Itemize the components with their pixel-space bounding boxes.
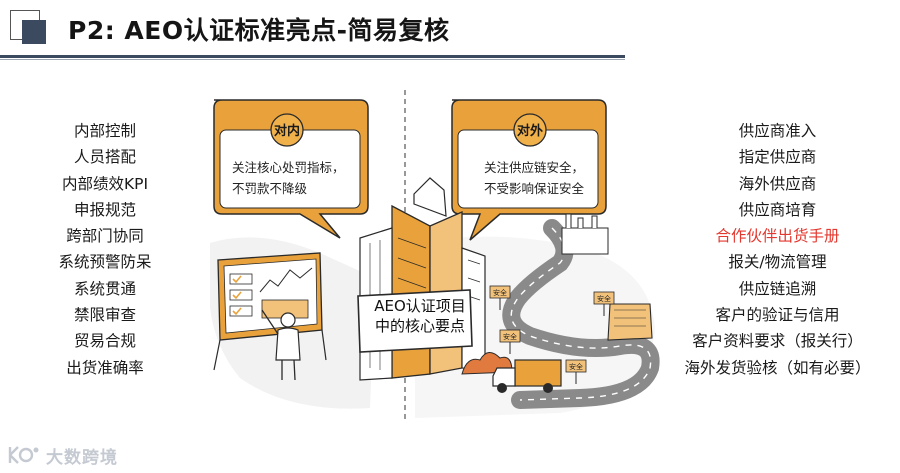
list-item: 供应商培育 [738,200,817,219]
slide-title: P2: AEO认证标准亮点-简易复核 [68,16,450,45]
list-item: 贸易合规 [73,332,136,351]
center-label-box [357,289,473,353]
internal-speech-bubble: 对内 关注核心处罚指标， 不罚款不降级 [213,99,369,239]
list-item: 海外发货验核（如有必要） [684,358,871,377]
list-item: 指定供应商 [738,148,817,167]
list-item: 内部控制 [73,122,136,140]
external-speech-bubble: 对外 关注供应链安全， 不受影响保证安全 [451,99,607,241]
external-points-list: 供应商准入 指定供应商 海外供应商 供应商培育 合作伙伴出货手册 报关/物流管理… [665,118,890,381]
watermark: 大数跨境 [6,442,118,468]
warehouse-icon [607,303,653,341]
factory-icon [561,213,609,255]
safety-sign-label: 安全 [569,362,583,371]
safety-sign-label: 安全 [503,332,517,341]
logo-icon [8,446,39,464]
list-item: 海外供应商 [738,174,817,193]
center-label-line: 中的核心要点 [374,317,465,335]
list-item: 系统预警防呆 [58,253,152,272]
list-item-highlighted: 合作伙伴出货手册 [715,227,840,246]
list-item: 出货准确率 [66,358,144,377]
list-item: 内部绩效KPI [61,174,149,193]
center-label-line: AEO认证项目 [374,297,466,315]
title-underline [0,55,625,58]
person-icon [261,309,301,381]
safety-sign: 安全 安全 安全 安全 [489,285,615,384]
list-item: 人员搭配 [73,148,136,167]
list-item: 申报规范 [73,200,136,219]
bubble-text-line: 关注核心处罚指标， [232,160,345,175]
list-item: 客户的验证与信用 [715,306,840,325]
delivery-truck-icon [492,359,562,393]
list-item: 跨部门协同 [66,227,144,246]
safety-sign-label: 安全 [493,288,507,297]
bubble-text-line: 不受影响保证安全 [484,181,585,196]
aeo-illustration: 对内 关注核心处罚指标， 不罚款不降级 对外 关注供应链安全， 不受影响保证安全 [210,90,660,423]
list-item: 报关/物流管理 [728,253,827,272]
list-item: 系统贯通 [73,279,136,298]
title-decoration-icon [10,10,50,46]
watermark-text: 大数跨境 [46,447,118,468]
bubble-text-line: 不罚款不降级 [232,181,308,196]
list-item: 供应商准入 [738,122,817,140]
internal-points-list: 内部控制 人员搭配 内部绩效KPI 申报规范 跨部门协同 系统预警防呆 系统贯通… [30,118,180,381]
center-label: AEO认证项目 中的核心要点 [370,296,470,336]
safety-sign-label: 安全 [597,294,611,303]
list-item: 供应链追溯 [738,279,817,298]
bubble-tag-internal: 对内 [274,123,300,139]
dashboard-board-icon [213,252,327,371]
title-underline-thin [0,59,625,60]
list-item: 禁限审查 [73,306,136,325]
list-item: 客户资料要求（报关行） [692,332,863,351]
bubble-tag-external: 对外 [517,123,543,139]
bubble-text-line: 关注供应链安全， [484,160,584,175]
